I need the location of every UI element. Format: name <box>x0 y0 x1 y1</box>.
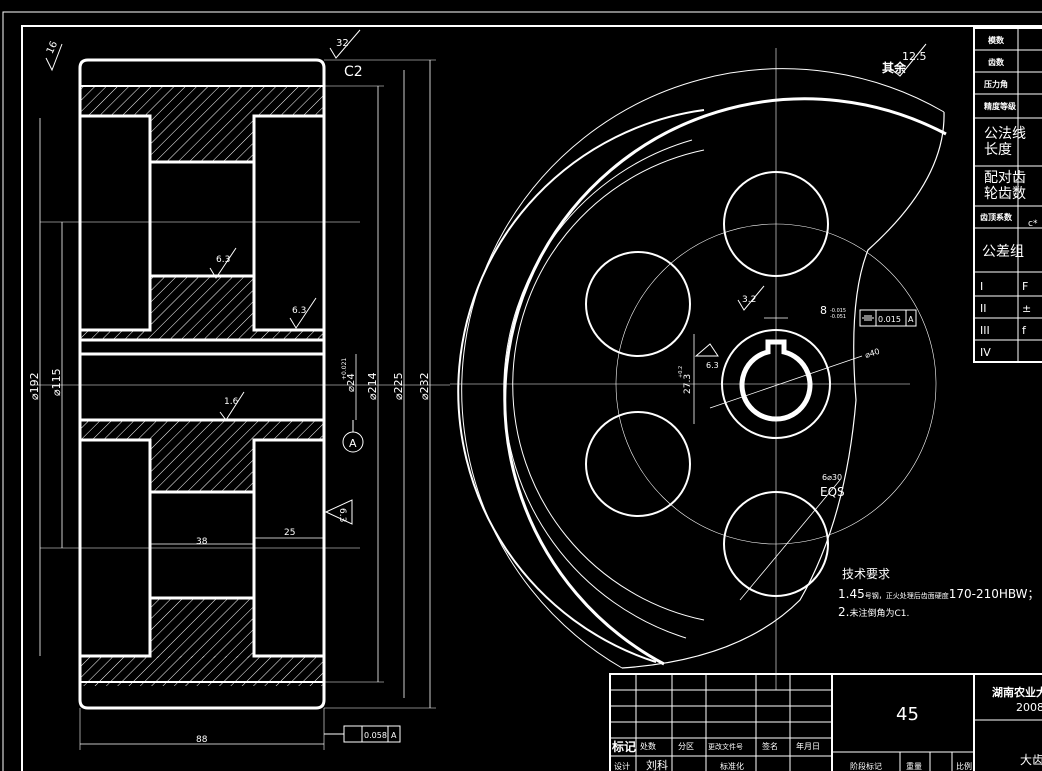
dim-225: ⌀225 <box>392 372 405 400</box>
side-view: 其余 12.5 3.2 8 -0.015-0.051 0.015 A 6.3 2… <box>450 43 947 690</box>
mating-label: 配对齿轮齿数 <box>984 170 1026 202</box>
header-2: 分区 <box>678 742 694 751</box>
hatch-hub-lower <box>80 420 150 440</box>
hole-3 <box>585 411 691 517</box>
dim-214: ⌀214 <box>366 372 379 400</box>
remaining-value: 12.5 <box>902 50 927 63</box>
rough-63-side: 6.3 <box>337 508 347 522</box>
outer-frame <box>2 11 1042 771</box>
svg-text:1.45号钢，正火处理后齿面硬度170-210HBW；: 1.45号钢，正火处理后齿面硬度170-210HBW； <box>838 587 1040 601</box>
break-line <box>621 111 945 669</box>
datum-label: A <box>349 437 357 450</box>
rough-63-right: 6.3 <box>292 306 306 316</box>
tech-req-line1-post: 170-210HBW； <box>949 587 1040 601</box>
hatch-upper-web-top <box>150 116 254 162</box>
group-3: III <box>980 324 990 337</box>
bore-with-keyway <box>739 339 813 422</box>
mark-label: 标记 <box>611 739 636 754</box>
tech-req-line1-pre: 1.45 <box>838 587 865 601</box>
param-row-4: 精度等级 <box>984 101 1017 111</box>
hatch-top-rim <box>80 86 324 116</box>
tooth-coef-label: 齿顶系数 <box>980 212 1013 222</box>
surface-mark-outer: 16 <box>45 40 60 56</box>
remaining-label: 其余 <box>882 60 907 75</box>
design-label: 设计 <box>614 761 630 771</box>
ratio-label: 比例 <box>956 761 972 771</box>
weight-label: 重量 <box>906 761 922 771</box>
header-1: 处数 <box>640 741 656 751</box>
group-val-1: F <box>1022 280 1028 293</box>
surface-mark-top: 32 <box>336 38 349 49</box>
hole-2 <box>585 251 691 357</box>
title-block: 45 湖南农业大 2008 大齿轮 标记 处数 分区 更改文件号 签名 年月日 … <box>609 673 1042 771</box>
header-5: 年月日 <box>796 741 820 751</box>
year-label: 2008 <box>1016 701 1042 714</box>
hub-rough: 6.3 <box>706 361 719 370</box>
hatch-hub-lower-r <box>254 420 324 440</box>
param-row-3: 压力角 <box>984 79 1008 89</box>
dia-40: ⌀40 <box>864 347 881 360</box>
dim-left-inner: ⌀115 <box>50 368 63 396</box>
header-3: 更改文件号 <box>708 742 743 751</box>
runout-datum: A <box>391 731 397 740</box>
keyway-tol: -0.015-0.051 <box>830 308 846 320</box>
dim-25: 25 <box>284 528 295 538</box>
inner-frame <box>21 25 1042 771</box>
dim-38: 38 <box>196 537 208 547</box>
holes-label: 6⌀30 <box>822 473 842 482</box>
dim-bore: ⌀24 <box>346 373 357 392</box>
hub-circle <box>721 329 831 439</box>
hub-dim-tol: +0.2 <box>678 366 684 378</box>
std-label: 标准化 <box>720 761 744 771</box>
keyway-width: 8 <box>820 304 827 317</box>
runout-tol: 0.058 <box>364 731 387 740</box>
common-normal-label: 公法线长度 <box>984 126 1026 158</box>
tolerance-group-label: 公差组 <box>982 244 1024 260</box>
param-row-2: 齿数 <box>988 57 1005 67</box>
tech-req-line2-small: 未注倒角为C1. <box>849 607 909 619</box>
dim-232: ⌀232 <box>418 372 431 400</box>
group-4: IV <box>980 346 991 359</box>
chamfer-label: C2 <box>344 64 363 80</box>
group-val-3: f <box>1022 324 1027 337</box>
stage-label: 阶段标记 <box>850 761 882 771</box>
technical-requirements: 技术要求 1.45号钢，正火处理后齿面硬度170-210HBW； 2.未注倒角为… <box>838 567 1040 619</box>
hatch-hub-upper <box>80 330 324 340</box>
tech-req-line1-small: 号钢，正火处理后齿面硬度 <box>865 591 949 600</box>
dim-left-outer: ⌀192 <box>28 372 41 400</box>
header-4: 签名 <box>762 741 778 751</box>
hub-dim: 27.3 <box>683 374 693 394</box>
rough-16-mid: 1.6 <box>224 397 239 407</box>
holes-eqs: EQS <box>820 485 845 499</box>
symmetry-tol: 0.015 <box>878 315 901 324</box>
tooth-coef-value: c* <box>1028 219 1038 229</box>
tech-req-line2-pre: 2. <box>838 605 849 619</box>
dim-88: 88 <box>196 735 208 745</box>
symmetry-datum: A <box>908 315 914 324</box>
hatch-upper-web <box>150 276 254 330</box>
parameter-table: 模数 齿数 压力角 精度等级 公法线长度 配对齿轮齿数 齿顶系数 c* 公差组 … <box>973 27 1042 363</box>
hatch-lower-web-b <box>150 598 254 658</box>
group-val-2: ± <box>1022 302 1031 315</box>
hatch-lower-web <box>150 420 254 492</box>
keyway-rough: 3.2 <box>742 295 756 305</box>
gear-outer-arc <box>461 68 945 669</box>
dim-bore-tol: +0.021 <box>341 358 348 380</box>
designer-name: 刘科 <box>646 758 668 771</box>
part-name-label: 大齿轮 <box>1020 753 1042 767</box>
param-row-1: 模数 <box>988 35 1005 45</box>
group-2: II <box>980 302 987 315</box>
material-label: 45 <box>896 704 919 725</box>
rough-63-upper: 6.3 <box>216 255 230 265</box>
school-label: 湖南农业大 <box>992 685 1042 699</box>
gear-outline <box>78 58 326 710</box>
hole-1 <box>723 171 829 277</box>
svg-text:2.未注倒角为C1.: 2.未注倒角为C1. <box>838 605 909 619</box>
group-1: I <box>980 280 983 293</box>
tech-req-title: 技术要求 <box>842 567 890 581</box>
hole-4 <box>723 491 829 597</box>
front-section-view: 16 32 C2 ⌀192 ⌀115 ⌀24 +0.021 ⌀214 ⌀225 … <box>28 29 450 750</box>
